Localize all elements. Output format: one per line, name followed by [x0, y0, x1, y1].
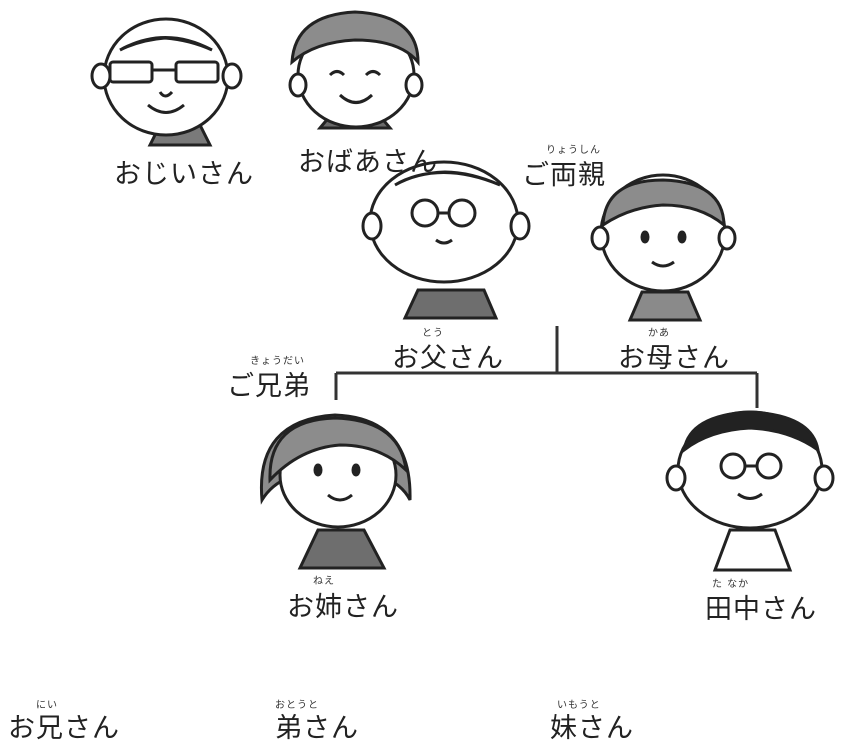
older-brother-label: お兄さん	[8, 713, 120, 744]
siblings-label: ご兄弟	[227, 371, 311, 402]
mother-label: お母さん	[618, 343, 730, 374]
father-label: お父さん	[392, 343, 504, 374]
mother-figure	[590, 173, 737, 322]
grandmother-figure	[288, 10, 424, 130]
family-connector-lines	[334, 326, 759, 408]
older-sister-label: お姉さん	[287, 592, 399, 623]
younger-sister-ruby: いもうと	[557, 700, 601, 711]
tanaka-figure	[665, 410, 835, 572]
older-brother-ruby: にい	[36, 700, 58, 711]
mother-ruby: かあ	[648, 328, 670, 339]
tanaka-ruby: た なか	[712, 579, 750, 590]
grandfather-figure	[90, 17, 243, 147]
younger-sister-label: 妹さん	[550, 713, 634, 744]
father-ruby: とう	[422, 328, 444, 339]
siblings-ruby: きょうだい	[250, 356, 305, 367]
grandmother-label: おばあさん	[298, 147, 438, 178]
younger-brother-label: 弟さん	[275, 713, 359, 744]
older-sister-ruby: ねえ	[313, 576, 335, 587]
younger-brother-ruby: おとうと	[275, 700, 319, 711]
parents-ruby: りょうしん	[546, 145, 601, 156]
grandfather-label: おじいさん	[114, 159, 254, 190]
older-sister-figure	[259, 413, 412, 570]
parents-label: ご両親	[522, 160, 606, 191]
father-figure	[361, 160, 531, 320]
tanaka-label: 田中さん	[705, 594, 817, 625]
